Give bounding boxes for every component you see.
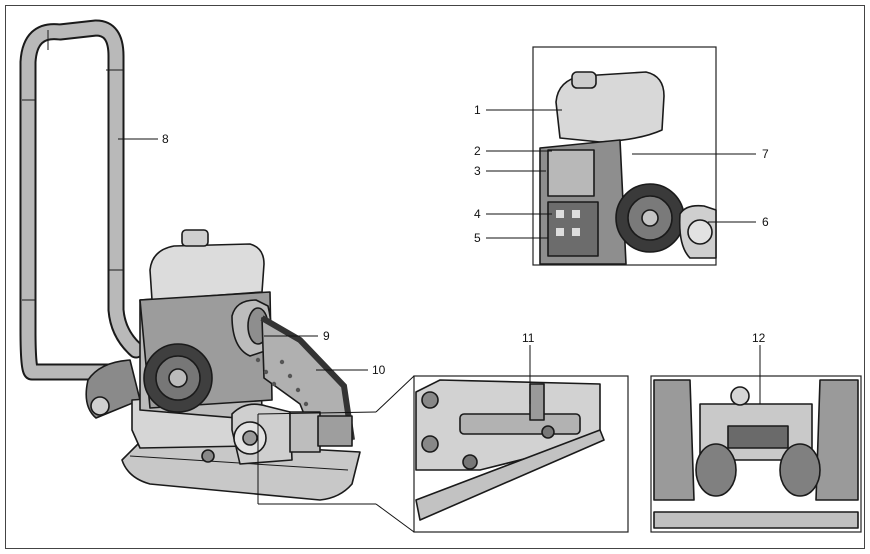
callout-5: 5 — [474, 231, 481, 245]
callout-4: 4 — [474, 207, 481, 221]
fuel-tank — [149, 243, 265, 301]
zoom-connector-lines — [257, 375, 415, 533]
callout-10: 10 — [372, 363, 386, 377]
engine-detail-inset — [532, 46, 717, 266]
callout-6: 6 — [762, 215, 769, 229]
callout-labels: 1 2 3 4 5 6 7 8 9 10 11 12 — [162, 103, 769, 377]
main-machine-illustration — [19, 19, 361, 501]
callout-3: 3 — [474, 164, 481, 178]
detail-inset-11 — [413, 375, 629, 533]
callout-8: 8 — [162, 132, 169, 146]
callout-1: 1 — [474, 103, 481, 117]
callout-11: 11 — [522, 331, 535, 345]
callout-7: 7 — [762, 147, 769, 161]
callout-2: 2 — [474, 144, 481, 158]
base-plate — [121, 439, 361, 501]
leader-lines — [118, 109, 761, 404]
callout-9: 9 — [323, 329, 330, 343]
callout-12: 12 — [752, 331, 766, 345]
detail-inset-12 — [650, 375, 862, 533]
diagram-border — [5, 5, 865, 549]
